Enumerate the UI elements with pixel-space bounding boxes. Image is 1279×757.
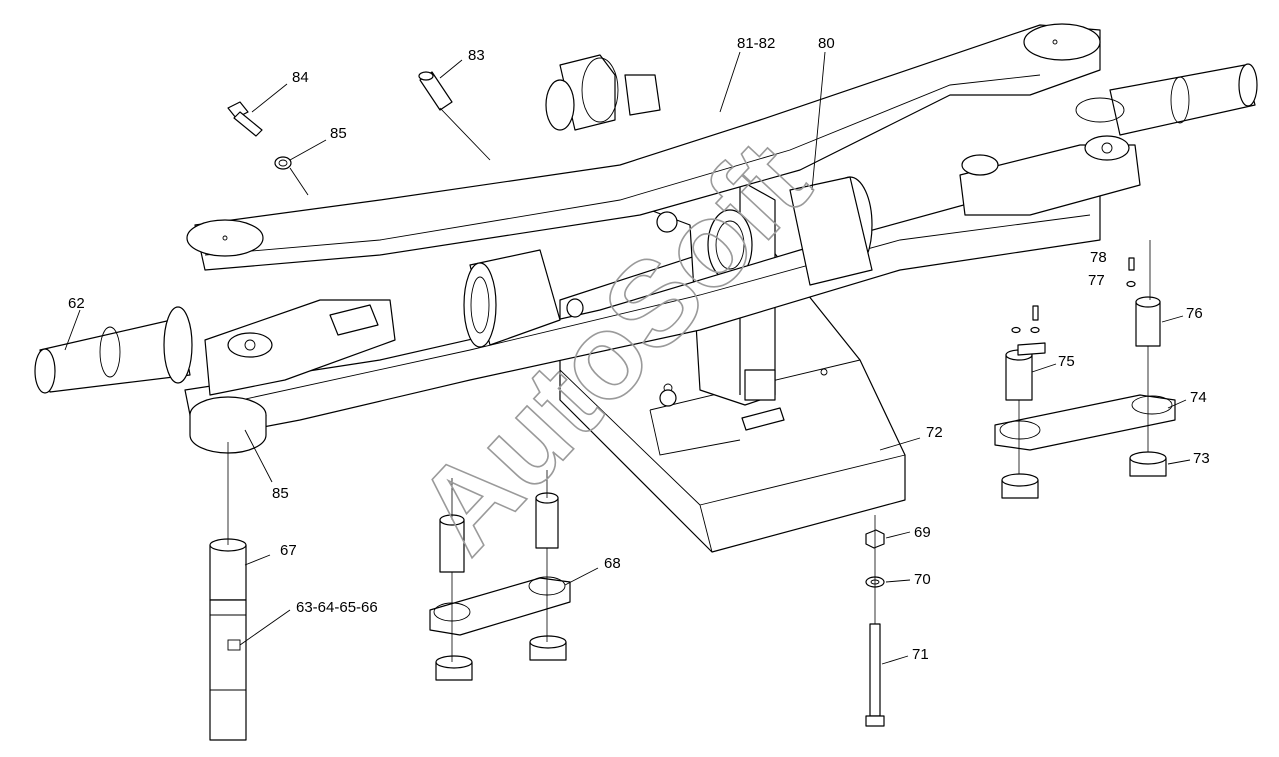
- leader-lines: [64, 51, 1191, 665]
- upper-arm: [186, 23, 1101, 271]
- part-73-bushing: [1001, 451, 1167, 499]
- callout-67: 67: [280, 542, 297, 559]
- part-81-82-bushing: [418, 71, 453, 111]
- pin-assembly-top: [545, 54, 661, 131]
- part-71-bolt: [865, 515, 885, 727]
- callout-70: 70: [914, 571, 931, 588]
- left-shaft-stub: [34, 306, 193, 394]
- callout-72: 72: [926, 424, 943, 441]
- callout-62: 62: [68, 295, 85, 312]
- right-link-assembly: [959, 97, 1141, 216]
- part-76-pin: [1135, 240, 1161, 455]
- callout-69: 69: [914, 524, 931, 541]
- part-77-78-fasteners: [1011, 257, 1136, 334]
- callout-80: 81-82: [737, 35, 775, 52]
- part-68-linkage: [429, 470, 571, 681]
- callout-77: 77: [1088, 272, 1105, 289]
- callout-79: 80: [818, 35, 835, 52]
- callout-83: 84: [292, 69, 309, 86]
- callout-63-66: 63-64-65-66: [296, 599, 378, 616]
- callout-85: 85: [272, 485, 289, 502]
- part-84-washer: [274, 156, 292, 170]
- callout-75: 75: [1058, 353, 1075, 370]
- callout-71: 71: [912, 646, 929, 663]
- part-75-pin: [1005, 342, 1046, 478]
- part-74-linkage: [994, 394, 1176, 451]
- center-roller: [463, 176, 873, 348]
- right-shaft-stub: [1109, 63, 1258, 136]
- left-link-assembly: [189, 299, 396, 454]
- callout-labels: 84 85 83 81-82 80 62 85 67 63-64-65-66 6…: [68, 35, 1210, 663]
- part-67-king-pin: [209, 538, 247, 741]
- lower-arm: [184, 194, 1101, 441]
- callout-81-82: 83: [468, 47, 485, 64]
- part-83-bolt: [227, 101, 263, 137]
- callout-68: 68: [604, 555, 621, 572]
- callout-74: 74: [1190, 389, 1207, 406]
- callout-76: 76: [1186, 305, 1203, 322]
- callout-73: 73: [1193, 450, 1210, 467]
- callout-78: 78: [1090, 249, 1107, 266]
- callout-84: 85: [330, 125, 347, 142]
